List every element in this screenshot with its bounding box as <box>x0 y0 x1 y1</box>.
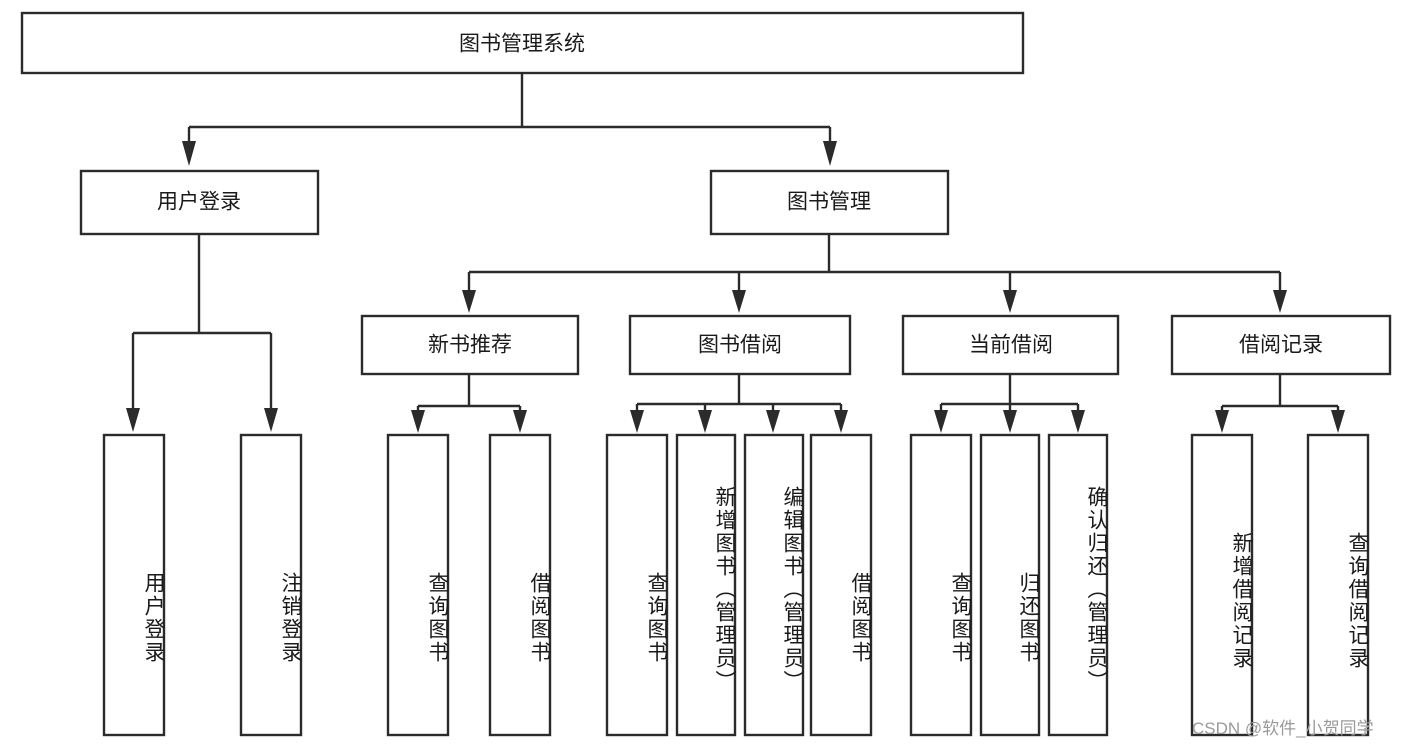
connector-group-new-book-recommend <box>411 374 527 433</box>
arrow-head-icon <box>264 408 278 432</box>
node-current-borrow[interactable]: 当前借阅 <box>901 314 1120 376</box>
arrow-head-icon <box>823 141 837 166</box>
arrow-head-icon <box>1071 410 1085 433</box>
arrow-head-icon <box>698 410 712 433</box>
connector-group-user-login <box>126 234 278 432</box>
node-book-management[interactable]: 图书管理 <box>709 169 950 236</box>
node-current-borrow-box[interactable] <box>901 314 1120 376</box>
leaf-node-group <box>102 433 1370 737</box>
arrow-head-icon <box>732 290 746 313</box>
arrow-head-icon <box>766 410 780 433</box>
node-borrow-record-box[interactable] <box>1170 314 1392 376</box>
arrow-head-icon <box>126 408 140 432</box>
leaf-logout-login-box[interactable] <box>239 433 303 737</box>
node-book-borrow[interactable]: 图书借阅 <box>628 314 852 376</box>
node-current-borrow-label: 当前借阅 <box>969 334 1053 357</box>
arrow-head-icon <box>1331 410 1345 433</box>
connector-group-root <box>182 74 837 166</box>
arrow-head-icon <box>411 410 425 433</box>
leaf-query-book-3-box[interactable] <box>909 433 973 737</box>
leaf-return-book-box[interactable] <box>979 433 1041 737</box>
leaf-borrow-book-1-box[interactable] <box>488 433 552 737</box>
node-root-label: 图书管理系统 <box>459 33 585 56</box>
arrow-head-icon <box>834 410 848 433</box>
node-user-login-label: 用户登录 <box>157 191 241 214</box>
arrow-head-icon <box>513 410 527 433</box>
node-root[interactable]: 图书管理系统 <box>20 11 1025 75</box>
node-book-borrow-box[interactable] <box>628 314 852 376</box>
leaf-query-book-1-box[interactable] <box>386 433 450 737</box>
leaf-query-book-2-box[interactable] <box>605 433 669 737</box>
csdn-watermark: CSDN @软件_小贺同学 <box>1192 719 1374 738</box>
node-user-login-box[interactable] <box>79 169 320 236</box>
arrow-head-icon <box>1273 290 1287 313</box>
node-book-management-box[interactable] <box>709 169 950 236</box>
connector-group-book-borrow <box>630 374 848 433</box>
arrow-head-icon <box>1215 410 1229 433</box>
leaf-edit-book-box[interactable] <box>743 433 805 737</box>
connector-group-current-borrow <box>934 374 1085 433</box>
node-borrow-record[interactable]: 借阅记录 <box>1170 314 1392 376</box>
arrow-head-icon <box>934 410 948 433</box>
node-new-book-recommend-label: 新书推荐 <box>428 334 512 357</box>
node-borrow-record-label: 借阅记录 <box>1239 334 1323 357</box>
arrow-head-icon <box>630 410 644 433</box>
arrow-head-icon <box>1003 410 1017 433</box>
node-new-book-recommend[interactable]: 新书推荐 <box>360 314 580 376</box>
node-new-book-recommend-box[interactable] <box>360 314 580 376</box>
node-book-borrow-label: 图书借阅 <box>698 334 782 357</box>
leaf-user-login-box[interactable] <box>102 433 166 737</box>
connector-group-borrow-record <box>1215 374 1345 433</box>
node-user-login[interactable]: 用户登录 <box>79 169 320 236</box>
leaf-add-record-box[interactable] <box>1190 433 1254 737</box>
connector-group-book-management <box>462 234 1287 313</box>
arrow-head-icon <box>182 141 196 166</box>
node-root-box[interactable] <box>20 11 1025 75</box>
node-book-management-label: 图书管理 <box>787 191 871 214</box>
leaf-add-book-box[interactable] <box>675 433 737 737</box>
arrow-head-icon <box>462 290 476 313</box>
leaf-query-record-box[interactable] <box>1306 433 1370 737</box>
leaf-borrow-book-2-box[interactable] <box>809 433 873 737</box>
leaf-confirm-return-box[interactable] <box>1047 433 1109 737</box>
arrow-head-icon <box>1003 290 1017 313</box>
